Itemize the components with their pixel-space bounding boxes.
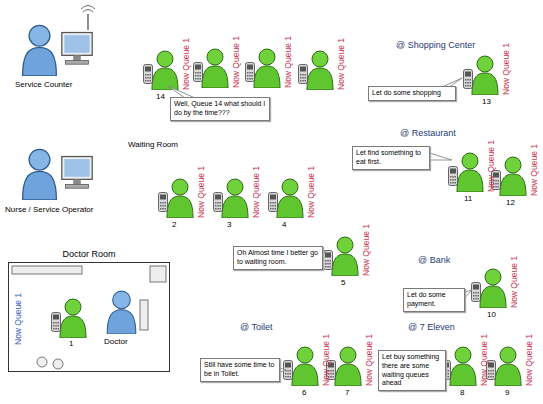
patients bbox=[52, 49, 527, 386]
queue-status: Now Queue 1 bbox=[284, 36, 293, 88]
person-figure bbox=[152, 51, 178, 90]
nurse bbox=[23, 149, 93, 200]
location-label: @ Toilet bbox=[240, 322, 272, 332]
queue-status: Now Queue 1 bbox=[197, 166, 206, 218]
queue-status: Now Queue 1 bbox=[322, 334, 331, 386]
person-figure bbox=[307, 51, 333, 90]
queue-status: Now Queue 1 bbox=[530, 144, 539, 196]
queue-status: Now Queue 1 bbox=[365, 334, 374, 386]
speech-bubble: Let do some shopping bbox=[368, 86, 456, 101]
mobile-phone bbox=[449, 167, 458, 186]
room-heading: Doctor Room bbox=[9, 249, 169, 259]
bubble-text: Let buy something there are some waiting… bbox=[382, 353, 442, 388]
person-figure bbox=[292, 347, 318, 386]
location-label: @ Restaurant bbox=[400, 128, 456, 138]
callout-number: 2 bbox=[172, 220, 176, 229]
person-figure bbox=[277, 179, 303, 218]
queue-status: Now Queue 1 bbox=[14, 293, 23, 345]
mobile-phone bbox=[464, 70, 473, 89]
person-figure bbox=[332, 237, 358, 276]
person-figure bbox=[495, 347, 521, 386]
mobile-phone bbox=[144, 65, 153, 84]
callout-number: 1 bbox=[69, 339, 73, 348]
mobile-phone bbox=[159, 193, 168, 212]
location-label: @ Shopping Center bbox=[396, 40, 475, 50]
speech-bubble: Still have some time to be in Toilet. bbox=[200, 358, 280, 382]
callout-number: 5 bbox=[341, 278, 345, 287]
callout-number: 8 bbox=[460, 388, 464, 397]
bubble-text: Let find something to eat first. bbox=[356, 149, 426, 167]
person-figure bbox=[457, 153, 483, 192]
queue-status: Now Queue 1 bbox=[480, 334, 489, 386]
bubble-text: Let do some payment. bbox=[407, 291, 461, 309]
doctor-room-furniture bbox=[12, 266, 166, 369]
bubble-text: Well, Queue 14 what should I do by the t… bbox=[174, 100, 266, 118]
person-figure bbox=[500, 157, 526, 196]
queue-status: Now Queue 1 bbox=[502, 43, 511, 95]
callout-number: 13 bbox=[482, 97, 491, 106]
queue-status: Now Queue 1 bbox=[182, 38, 191, 90]
mobile-phone bbox=[269, 193, 278, 212]
callout-number: 3 bbox=[227, 220, 231, 229]
callout-number: 14 bbox=[156, 92, 165, 101]
person-figure bbox=[60, 299, 86, 338]
queue-status: Now Queue 1 bbox=[362, 224, 371, 276]
location-label: @ 7 Eleven bbox=[408, 322, 455, 332]
person-figure bbox=[222, 179, 248, 218]
person-figure bbox=[254, 49, 280, 88]
speech-bubble: Let do some payment. bbox=[403, 288, 465, 312]
person-figure bbox=[480, 269, 506, 308]
mobile-phone bbox=[214, 193, 223, 212]
caption-label: Waiting Room bbox=[128, 140, 178, 149]
caption-label: Nurse / Service Operator bbox=[5, 205, 93, 214]
queue-status: Now Queue 1 bbox=[337, 38, 346, 90]
callout-number: 10 bbox=[487, 310, 496, 319]
bubble-text: Still have some time to be in Toilet. bbox=[204, 361, 276, 379]
speech-bubble: Oh Almost time I better go to waiting ro… bbox=[233, 246, 323, 270]
service-counter bbox=[23, 6, 95, 77]
location-label: @ Bank bbox=[418, 255, 450, 265]
speech-bubble: Well, Queue 14 what should I do by the t… bbox=[170, 97, 270, 121]
caption-label: Service Counter bbox=[15, 80, 72, 89]
mobile-phone bbox=[299, 65, 308, 84]
callout-number: 6 bbox=[302, 388, 306, 397]
queue-status: Now Queue 1 bbox=[252, 166, 261, 218]
queue-status: Now Queue 1 bbox=[487, 140, 496, 192]
mobile-phone bbox=[472, 283, 481, 302]
person-figure bbox=[202, 49, 228, 88]
queue-status: Now Queue 1 bbox=[307, 166, 316, 218]
callout-number: 9 bbox=[505, 388, 509, 397]
queue-status: Now Queue 1 bbox=[510, 256, 519, 308]
callout-number: 12 bbox=[506, 198, 515, 207]
person-figure bbox=[450, 347, 476, 386]
person-figure bbox=[472, 56, 498, 95]
person-figure bbox=[167, 179, 193, 218]
mobile-phone bbox=[246, 63, 255, 82]
mobile-phone bbox=[324, 251, 333, 270]
bubble-text: Let do some shopping bbox=[372, 89, 452, 98]
bubble-text: Oh Almost time I better go to waiting ro… bbox=[237, 249, 319, 267]
mobile-phone bbox=[52, 313, 61, 332]
person-figure bbox=[335, 347, 361, 386]
callout-number: 7 bbox=[345, 388, 349, 397]
bubble-tails bbox=[168, 78, 472, 375]
callout-number: 4 bbox=[282, 220, 286, 229]
caption-label: Doctor bbox=[104, 337, 128, 346]
callout-number: 11 bbox=[464, 194, 472, 203]
room-box: Doctor Room bbox=[8, 262, 170, 372]
doctor-figure bbox=[107, 291, 136, 334]
mobile-phone bbox=[194, 63, 203, 82]
speech-bubble: Let buy something there are some waiting… bbox=[378, 350, 446, 391]
speech-bubble: Let find something to eat first. bbox=[352, 146, 430, 170]
queue-status: Now Queue 1 bbox=[525, 334, 534, 386]
queue-status: Now Queue 1 bbox=[232, 36, 241, 88]
